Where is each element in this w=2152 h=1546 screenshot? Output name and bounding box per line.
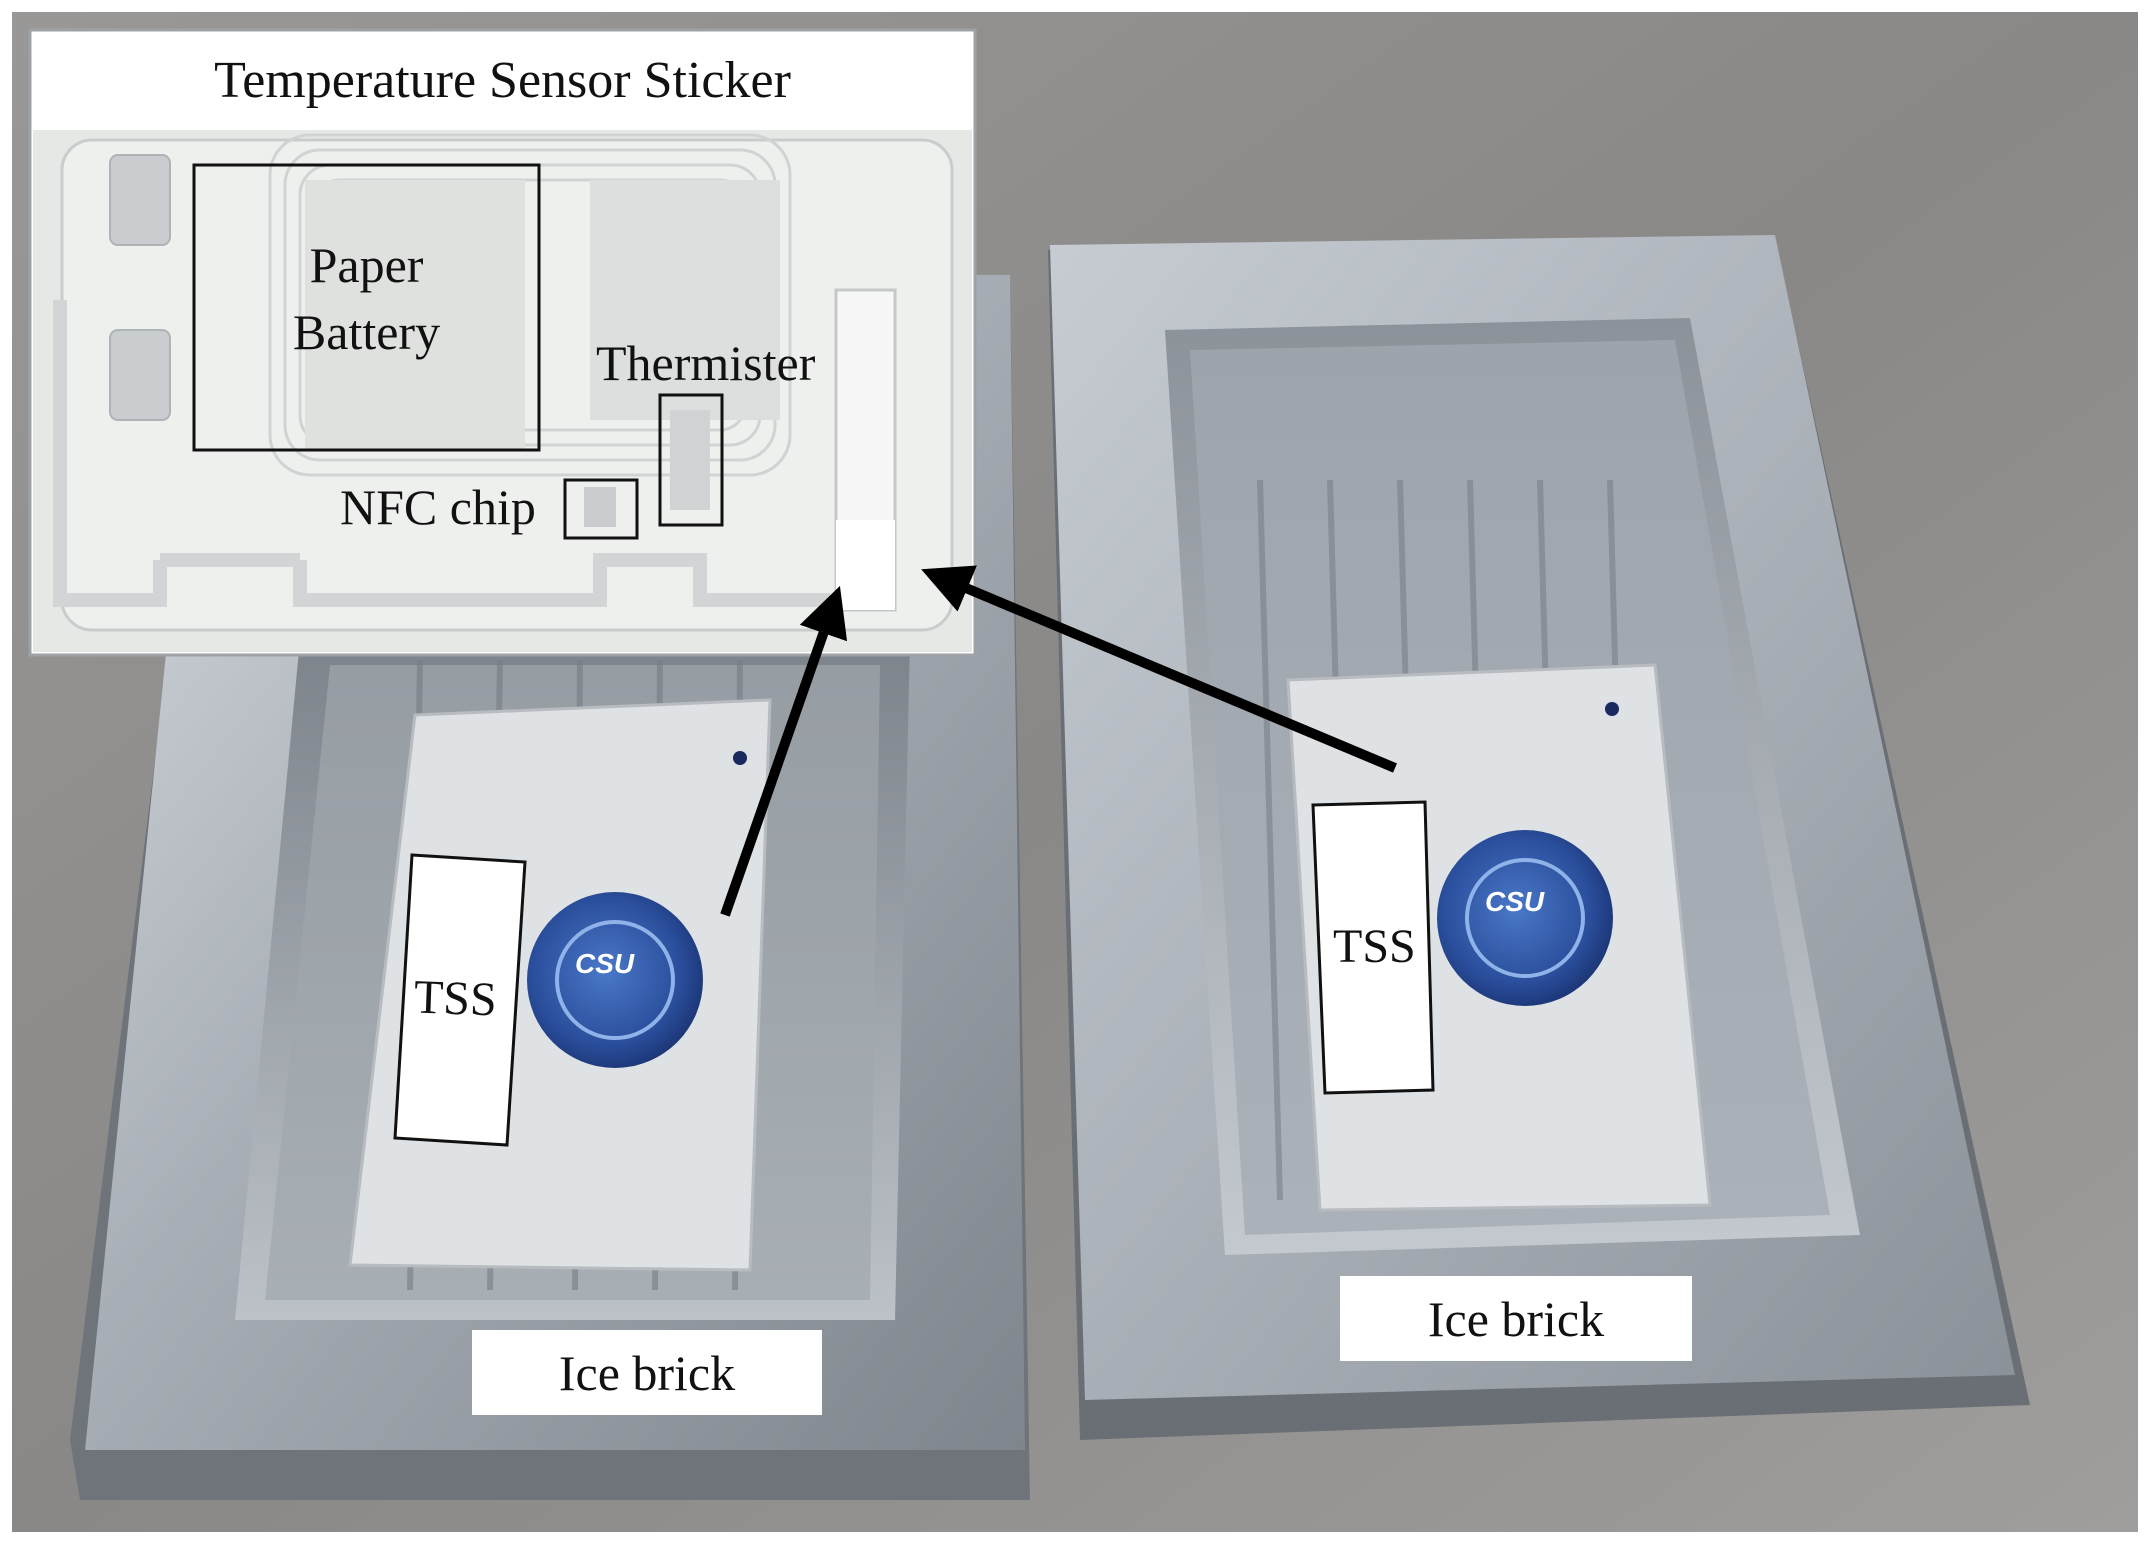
nfc-chip-box: [563, 478, 639, 540]
left-tss-label: TSS: [413, 970, 498, 1027]
thermister-box: [658, 393, 724, 527]
left-ice-brick-label: Ice brick: [472, 1330, 822, 1415]
card-dot: [1605, 702, 1619, 716]
right-tss-box: [1311, 800, 1435, 1095]
right-arrow: [921, 565, 1397, 773]
inset-title: Temperature Sensor Sticker: [214, 52, 791, 109]
right-card-logo-text: CSU: [1485, 886, 1545, 917]
left-arrow: [720, 585, 848, 917]
left-csu-logo: [527, 892, 703, 1068]
paper-battery-label-line2: Battery: [292, 304, 441, 360]
sticker-inset: [28, 28, 977, 657]
paper-battery-label-line1: Paper: [309, 237, 424, 293]
card-dot: [733, 751, 747, 765]
right-ice-brick-label: Ice brick: [1340, 1276, 1692, 1361]
right-csu-logo: [1437, 830, 1613, 1006]
nfc-chip-label: NFC chip: [340, 479, 536, 535]
left-card-logo-text: CSU: [575, 948, 635, 979]
thermister-label: Thermister: [596, 335, 816, 391]
right-tss-label: TSS: [1333, 920, 1416, 973]
paper-battery-box: [192, 163, 541, 452]
left-tss-box: [393, 853, 527, 1147]
